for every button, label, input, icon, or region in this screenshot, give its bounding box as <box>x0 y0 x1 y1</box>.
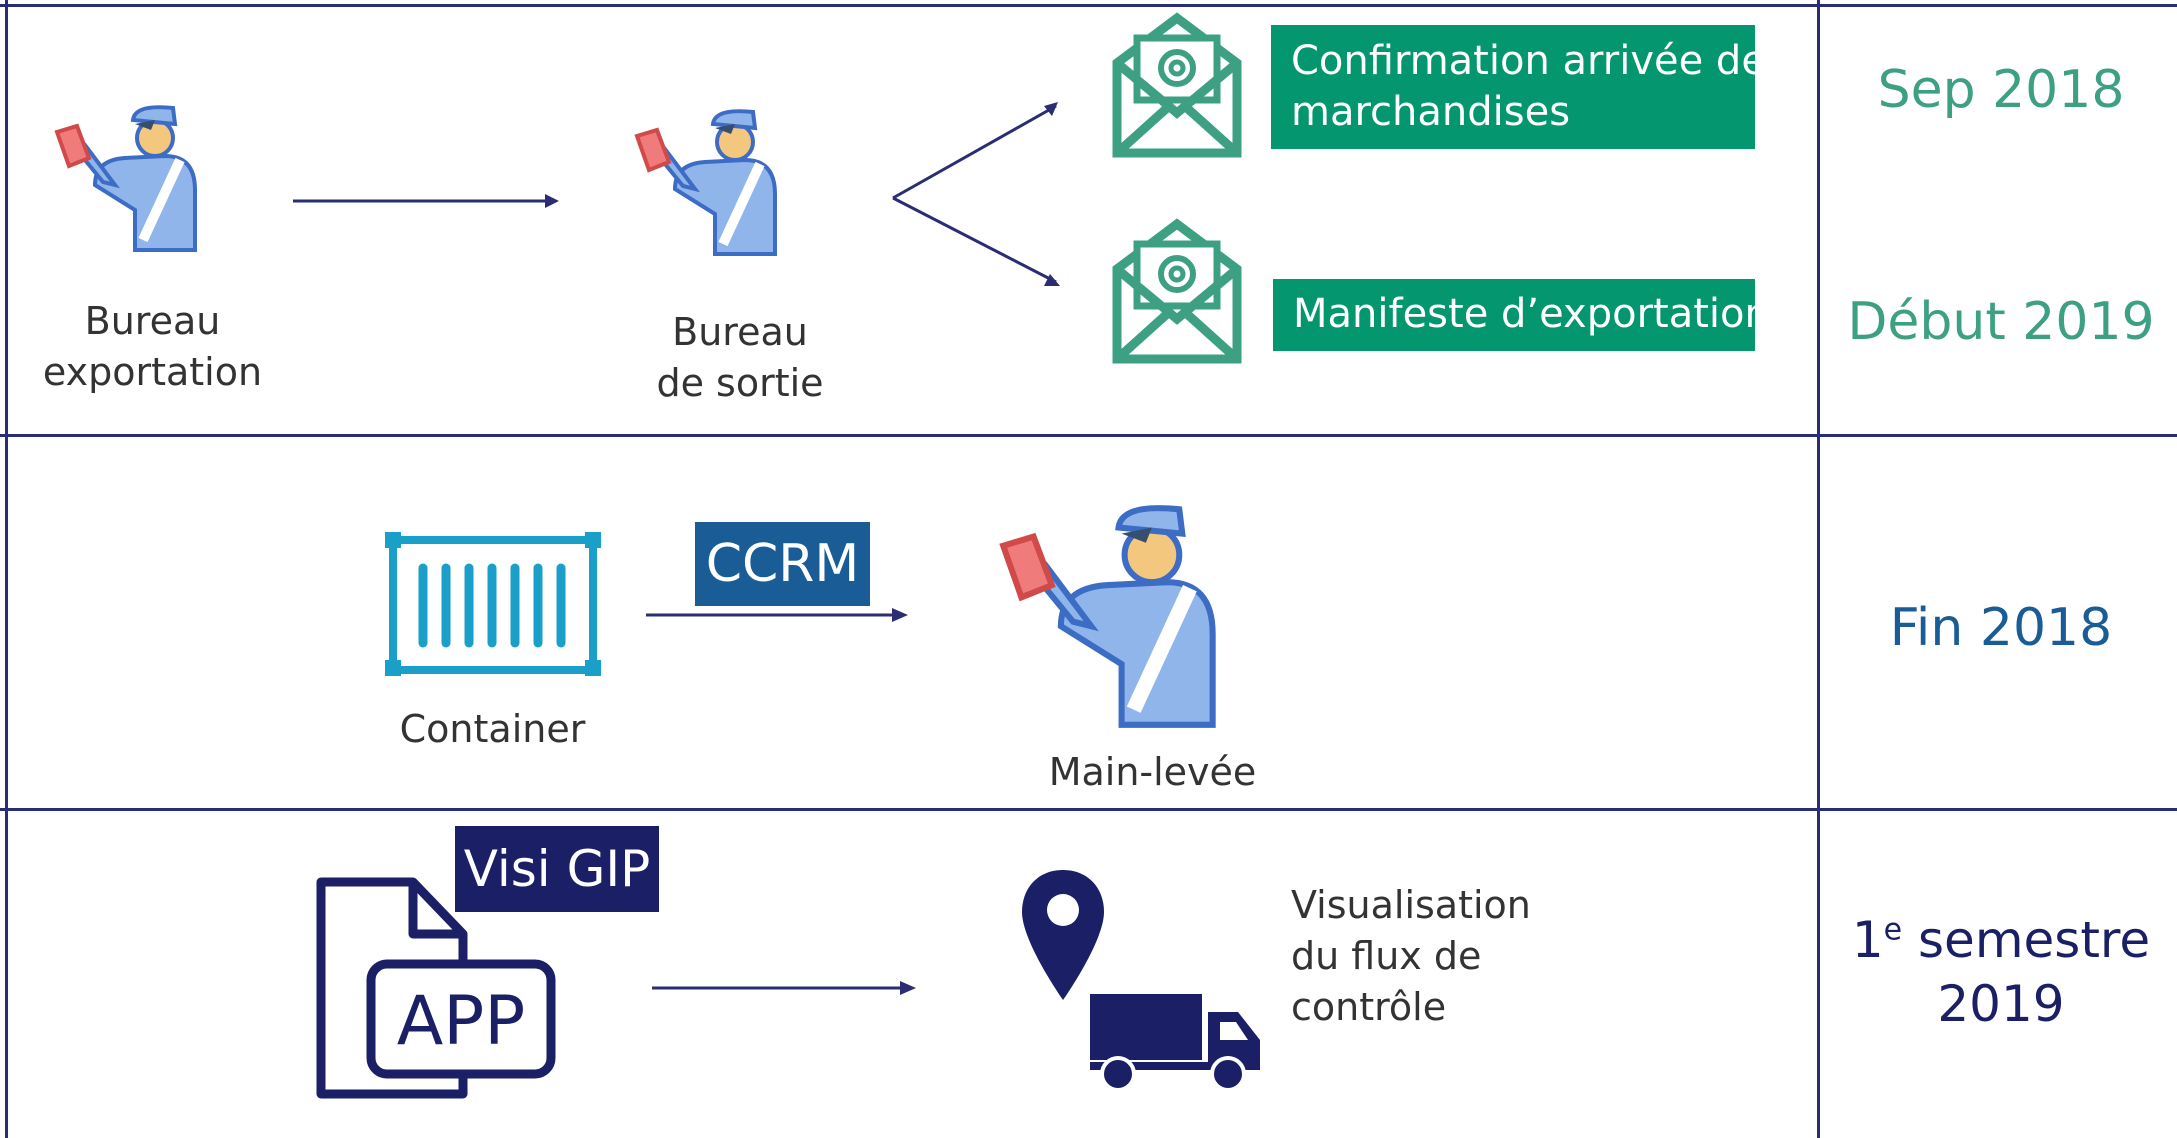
visualisation-label: Visualisation du flux de contrôle <box>1291 883 1531 1029</box>
ccrm-tag: CCRM <box>695 522 870 606</box>
main-levee-label: Main-levée <box>1048 750 1257 794</box>
top-border <box>0 4 2177 7</box>
arrow-to-main-levee <box>646 608 908 622</box>
row-divider-2 <box>0 808 2177 811</box>
date-1e-semestre-2019: 1e semestre 2019 <box>1851 911 2151 1033</box>
truck-icon <box>1090 994 1260 1092</box>
bureau-sortie-label: Bureau de sortie <box>656 310 824 405</box>
date-debut-2019: Début 2019 <box>1847 292 2155 352</box>
arrow-to-bureau-sortie <box>293 194 559 208</box>
location-pin-icon <box>1022 870 1104 1000</box>
customs-officer-icon <box>1000 482 1228 740</box>
container-label: Container <box>399 707 586 751</box>
svg-text:APP: APP <box>397 982 526 1061</box>
shipping-container-icon <box>385 532 601 676</box>
left-border <box>5 0 8 438</box>
left-border-row3 <box>5 808 8 1138</box>
manifeste-exportation-tag: Manifeste d’exportation <box>1273 279 1770 351</box>
date-column-divider <box>1817 0 1820 1138</box>
email-envelope-icon <box>1112 18 1242 158</box>
left-border-row2 <box>5 434 8 811</box>
confirmation-arrivee-tag: Confirmation arrivée des marchandises <box>1271 25 1787 149</box>
bureau-exportation-label: Bureau exportation <box>42 299 263 394</box>
visi-gip-tag: Visi GIP <box>455 826 659 912</box>
email-envelope-icon <box>1112 224 1242 364</box>
fork-arrows <box>892 102 1060 286</box>
arrow-to-visualisation <box>652 981 916 995</box>
customs-officer-icon <box>635 94 785 264</box>
row-divider-1 <box>0 434 2177 437</box>
app-file-icon: APP <box>316 877 556 1099</box>
customs-officer-icon <box>55 90 205 260</box>
date-fin-2018: Fin 2018 <box>1889 598 2113 658</box>
date-sep-2018: Sep 2018 <box>1877 60 2125 120</box>
